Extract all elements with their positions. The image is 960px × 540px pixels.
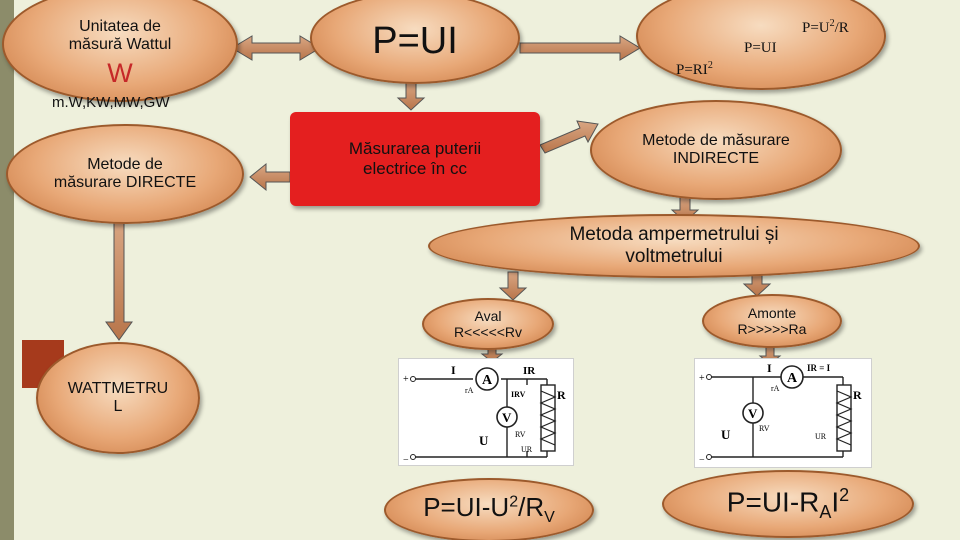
unit-multiples: m.W,KW,MW,GW [52, 94, 170, 111]
unit-line2: măsură Wattul [68, 35, 172, 53]
formula-ri2: P=RI2 [676, 60, 713, 78]
svg-text:RV: RV [759, 424, 770, 433]
svg-text:−: − [403, 455, 409, 466]
resistor-coil-symbol-amonte [835, 390, 853, 446]
amonte-circuit-diagram: A V + − I rA IR = I RV R U UR [694, 358, 872, 468]
wattmeter-line1: WATTMETRU [67, 380, 169, 397]
amonte-line1: Amonte [747, 305, 797, 321]
method-line2: voltmetrului [625, 246, 723, 267]
amonte-result-formula: P=UI-RAI2 [726, 485, 850, 522]
background-stripe [0, 0, 14, 540]
arrow-to-aval [498, 271, 528, 301]
svg-text:rA: rA [465, 386, 474, 395]
amonte-line2: R>>>>>Ra [737, 321, 807, 337]
formula-ui: P=UI [744, 40, 777, 56]
arrow-unit-formula [231, 35, 321, 61]
svg-text:V: V [748, 406, 758, 421]
measurement-box: Măsurarea puterii electrice în cc [290, 112, 540, 206]
svg-text:U: U [479, 433, 489, 448]
indirect-line2: INDIRECTE [672, 150, 760, 167]
direct-methods-ellipse: Metode de măsurare DIRECTE [6, 124, 244, 224]
aval-ellipse: Aval R<<<<<Rv [422, 298, 554, 350]
arrow-to-indirect [539, 120, 599, 154]
svg-text:UR: UR [521, 445, 533, 454]
aval-result-formula: P=UI-U2/RV [423, 492, 555, 527]
ammeter-voltmeter-method-ellipse: Metoda ampermetrului și voltmetrului [428, 214, 920, 278]
svg-text:U: U [721, 427, 731, 442]
svg-text:RV: RV [515, 430, 526, 439]
arrow-formula-down [396, 81, 426, 111]
aval-result-ellipse: P=UI-U2/RV [384, 478, 594, 540]
indirect-line1: Metode de măsurare [642, 132, 790, 149]
unit-symbol: W [107, 57, 133, 88]
wattmeter-ellipse: WATTMETRU L [36, 342, 200, 454]
svg-text:+: + [699, 373, 705, 384]
svg-text:A: A [482, 373, 493, 388]
amonte-result-ellipse: P=UI-RAI2 [662, 470, 914, 538]
voltmeter-v-icon [496, 406, 518, 428]
svg-text:I: I [767, 361, 772, 375]
arrow-to-direct [249, 162, 291, 192]
svg-text:IR: IR [523, 365, 536, 377]
svg-text:+: + [403, 374, 409, 385]
measurement-line2: electrice în cc [363, 159, 467, 178]
direct-line1: Metode de [87, 156, 163, 173]
indirect-methods-ellipse: Metode de măsurare INDIRECTE [590, 100, 842, 200]
main-formula: P=UI [372, 19, 458, 62]
arrow-to-wattmeter [105, 217, 133, 341]
wattmeter-line2: L [113, 398, 123, 415]
aval-line1: Aval [474, 308, 502, 324]
amonte-ellipse: Amonte R>>>>>Ra [702, 294, 842, 348]
svg-text:R: R [557, 388, 566, 402]
unit-of-measure-ellipse: Unitatea de măsură Wattul W [2, 0, 238, 102]
direct-line2: măsurare DIRECTE [53, 174, 197, 191]
svg-text:−: − [699, 455, 705, 466]
svg-text:R: R [853, 388, 862, 402]
svg-text:rA: rA [771, 384, 780, 393]
main-formula-ellipse: P=UI [310, 0, 520, 84]
voltmeter-v-icon-amonte [742, 402, 764, 424]
svg-text:I: I [451, 363, 456, 377]
measurement-line1: Măsurarea puterii [348, 139, 482, 158]
ammeter-a-icon-amonte [780, 365, 804, 389]
svg-text:IR = I: IR = I [807, 363, 831, 373]
formulas-ellipse [636, 0, 886, 90]
unit-line1: Unitatea de [79, 17, 161, 35]
ammeter-a-icon [475, 367, 499, 391]
method-line1: Metoda ampermetrului și [569, 224, 779, 245]
formula-u2-over-r: P=U2/R [802, 18, 849, 36]
arrow-formula-right [519, 35, 641, 61]
svg-text:A: A [787, 371, 798, 386]
svg-text:UR: UR [815, 432, 827, 441]
aval-line2: R<<<<<Rv [453, 324, 523, 340]
svg-text:IRV: IRV [511, 390, 526, 399]
resistor-coil-symbol [539, 390, 557, 446]
aval-circuit-diagram: A V + − I rA IR IRV RV R U UR [398, 358, 574, 466]
svg-text:V: V [502, 410, 512, 425]
